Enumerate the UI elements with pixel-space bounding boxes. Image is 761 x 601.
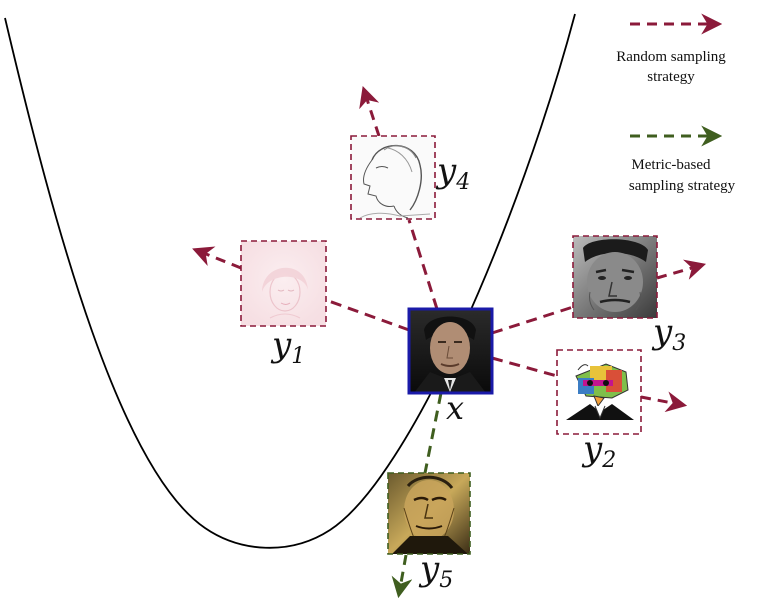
legend-metric-line1: Metric-based bbox=[631, 157, 711, 173]
label-y4-base: y bbox=[435, 151, 457, 191]
label-y2-base: y bbox=[581, 429, 603, 469]
node-y5 bbox=[387, 472, 471, 555]
connectors bbox=[325, 219, 574, 474]
arrow-y5-out bbox=[391, 554, 413, 599]
node-y1-border bbox=[240, 240, 327, 327]
label-y4: y4 bbox=[435, 151, 470, 195]
label-y3: y3 bbox=[651, 312, 686, 356]
node-y4-border bbox=[350, 135, 436, 220]
node-y3-border bbox=[572, 235, 658, 319]
label-y1-sub: 1 bbox=[291, 344, 305, 369]
node-y4 bbox=[350, 135, 436, 220]
node-y5-border bbox=[387, 472, 471, 555]
painted-old-man-portrait-icon bbox=[392, 475, 468, 554]
legend-random-line1: Random sampling bbox=[616, 49, 726, 65]
label-y4-sub: 4 bbox=[455, 170, 470, 195]
legend: Random sampling strategy Metric-based sa… bbox=[616, 13, 736, 194]
edge-x-y5 bbox=[423, 392, 443, 474]
label-y2-sub: 2 bbox=[601, 448, 616, 473]
arrow-y2-out bbox=[640, 391, 688, 413]
edge-x-y1 bbox=[325, 298, 410, 332]
label-y3-base: y bbox=[651, 312, 673, 352]
edge-x-y2 bbox=[491, 356, 558, 378]
legend-random-line2: strategy bbox=[647, 69, 695, 85]
male-photo-portrait-icon bbox=[414, 316, 486, 393]
labels: y1 y4 y3 y2 y5 x bbox=[270, 151, 686, 593]
edge-x-y4 bbox=[407, 219, 439, 310]
faint-female-portrait-icon bbox=[262, 267, 308, 319]
label-y5-sub: 5 bbox=[439, 568, 453, 593]
label-y3-sub: 3 bbox=[672, 331, 686, 356]
arrow-y1-out bbox=[192, 246, 242, 270]
arrow-y4-out bbox=[359, 86, 381, 137]
node-y3 bbox=[572, 235, 658, 319]
node-y1 bbox=[240, 240, 327, 327]
node-x-border bbox=[407, 307, 494, 395]
label-y5: y5 bbox=[418, 549, 453, 593]
label-x-base: x bbox=[446, 389, 464, 427]
legend-metric-line2: sampling strategy bbox=[629, 178, 736, 194]
manifold-curve bbox=[4, 13, 576, 549]
node-y2-border bbox=[556, 349, 642, 435]
cubist-cartoon-face-icon bbox=[566, 363, 634, 420]
edge-x-y3 bbox=[491, 305, 574, 335]
label-x: x bbox=[446, 389, 464, 427]
label-y5-base: y bbox=[418, 549, 440, 589]
label-y2: y2 bbox=[581, 429, 616, 473]
label-y1: y1 bbox=[270, 325, 305, 369]
node-x bbox=[407, 307, 494, 395]
outward-arrows bbox=[192, 86, 707, 599]
sketch-female-profile-icon bbox=[359, 144, 431, 219]
bw-male-photo-icon bbox=[583, 239, 648, 312]
label-y1-base: y bbox=[270, 325, 292, 365]
node-y2 bbox=[556, 349, 642, 435]
arrow-y3-out bbox=[656, 259, 707, 280]
